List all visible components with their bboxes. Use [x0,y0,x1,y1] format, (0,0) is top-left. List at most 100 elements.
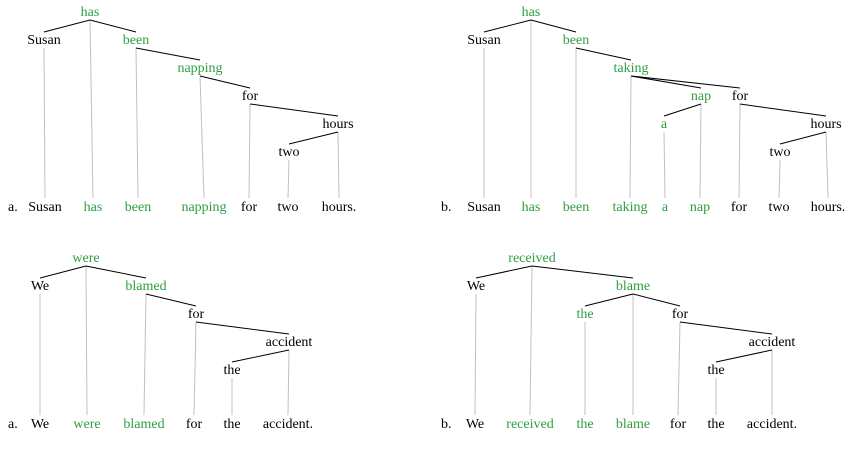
sentence-word-been: been [563,200,589,215]
sentence-word-hours: hours. [811,200,846,215]
projection-line-hours [337,131,340,199]
projection-line-two [287,159,290,199]
tree-edge [679,321,773,335]
tree-node-accident: accident [749,335,796,350]
tree-node-for: for [188,307,205,322]
sentence-word-the: the [576,417,593,432]
tree-node-hours: hours [322,117,353,132]
sentence-word-for: for [241,200,258,215]
tree-edge [199,75,251,89]
tree-node-nap: nap [691,89,711,104]
tree-node-the: the [707,363,724,378]
projection-line-a [663,131,666,199]
sentence-word-blamed: blamed [123,417,164,432]
projection-line-accident [287,349,290,416]
projection-line-two [778,159,781,199]
tree-edge [630,75,741,89]
tree-node-napping: napping [177,61,222,76]
sentence-word-two: two [278,200,299,215]
tree-edge [715,349,773,363]
example-label: b. [441,200,452,215]
tree-node-we: We [31,279,49,294]
tree-node-for: for [672,307,689,322]
sentence-word-napping: napping [181,200,226,215]
projection-line-for [677,321,681,416]
tree-edge [575,47,632,61]
projection-line-received [529,265,533,416]
projection-line-we [474,293,477,416]
tree-edge [739,103,827,117]
example-label: b. [441,417,452,432]
tree-edge [630,75,702,89]
tree-edge [632,293,681,307]
tree-node-the: the [223,363,240,378]
sentence-word-hours: hours. [322,200,357,215]
sentence-word-received: received [506,417,553,432]
tree-node-has: has [81,5,100,20]
sentence-word-susan: Susan [28,200,61,215]
sentence-word-for: for [731,200,748,215]
tree-edge [195,321,290,335]
tree-node-we: We [467,279,485,294]
tree-node-blame: blame [616,279,650,294]
sentence-word-taking: taking [613,200,648,215]
tree-node-two: two [770,145,791,160]
projection-line-been [135,47,139,199]
sentence-word-for: for [186,417,203,432]
sentence-word-has: has [522,200,541,215]
tree-node-taking: taking [614,61,649,76]
projection-line-were [85,265,88,416]
sentence-word-the: the [707,417,724,432]
tree-node-blamed: blamed [125,279,166,294]
projection-line-taking [629,75,632,199]
projection-line-has [89,19,94,199]
tree-node-the: the [576,307,593,322]
sentence-word-two: two [769,200,790,215]
projection-line-for [193,321,197,416]
tree-edge [145,293,197,307]
tree-node-two: two [279,145,300,160]
tree-node-a: a [661,117,668,132]
tree-node-susan: Susan [27,33,60,48]
sentence-word-been: been [125,200,151,215]
sentence-word-we: We [31,417,49,432]
tree-node-has: has [522,5,541,20]
tree-node-for: for [732,89,749,104]
tree-edge [85,265,147,279]
sentence-word-for: for [670,417,687,432]
sentence-word-a: a [662,200,669,215]
tree-node-accident: accident [266,335,313,350]
example-label: a. [8,417,18,432]
tree-edge [663,103,702,117]
sentence-word-has: has [84,200,103,215]
sentence-word-the: the [223,417,240,432]
tree-node-were: were [72,251,99,266]
sentence-word-susan: Susan [467,200,500,215]
tree-node-received: received [508,251,555,266]
tree-edge [89,19,137,33]
projection-line-for [248,103,251,199]
tree-edge [779,131,827,145]
sentence-word-nap: nap [690,200,710,215]
tree-edge [584,293,634,307]
projection-line-susan [43,47,46,199]
projection-line-for [738,103,741,199]
tree-edge [249,103,339,117]
example-label: a. [8,200,18,215]
tree-node-for: for [242,89,259,104]
tree-node-hours: hours [810,117,841,132]
tree-edge [288,131,339,145]
projection-line-napping [199,75,205,199]
tree-node-susan: Susan [467,33,500,48]
projection-line-hours [825,131,829,199]
projection-line-blamed [143,293,147,416]
tree-edge [475,265,533,279]
sentence-word-accident: accident. [263,417,313,432]
tree-edge [231,349,290,363]
projection-line-nap [699,103,702,199]
sentence-word-we: We [466,417,484,432]
